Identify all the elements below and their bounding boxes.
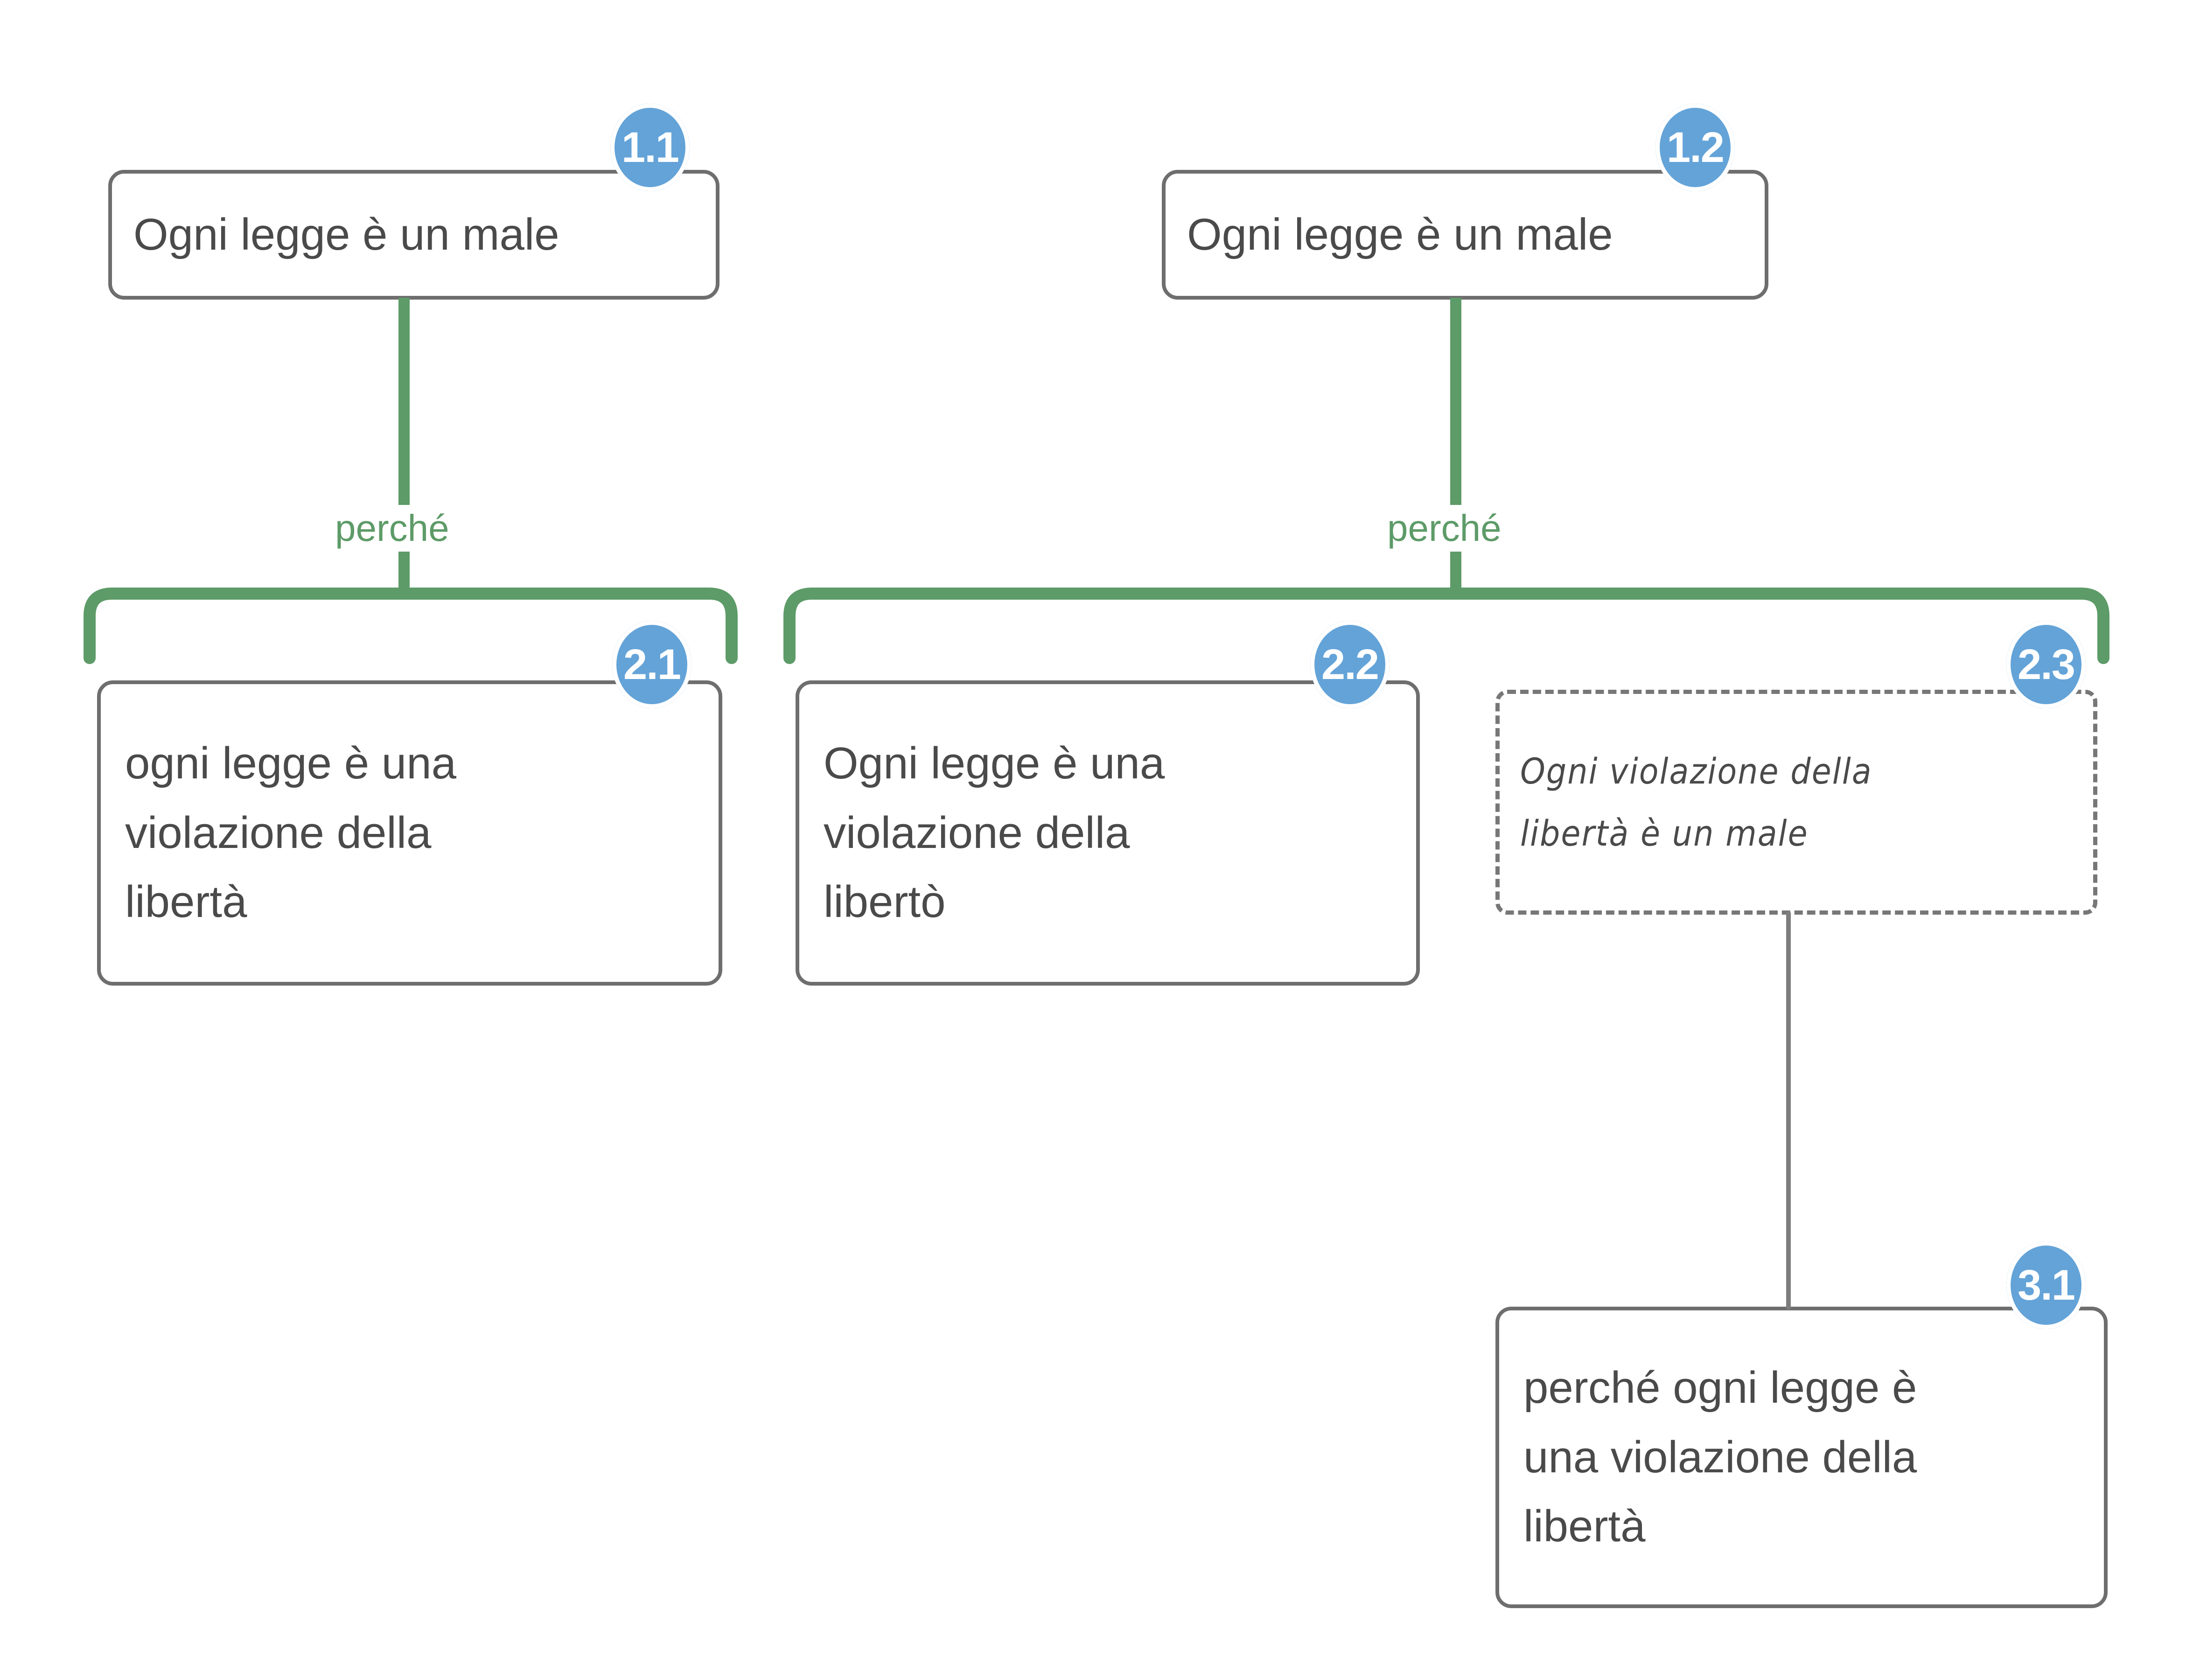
edge-line-1-1-to-2-1 [398,298,410,596]
node-text-line: libertà [1523,1501,1646,1552]
node-text-line: violazione della [824,807,1130,858]
edge-bracket-left [79,583,742,664]
node-text-line: violazione della [125,807,432,858]
node-badge-label-2-1: 2.1 [623,641,681,688]
node-text-1-2: Ogni legge è un male [1187,210,1613,259]
node-text-line: Ogni legge è una [824,738,1165,788]
node-badge-label-1-2: 1.2 [1667,124,1725,171]
node-text-1-1: Ogni legge è un male [133,210,559,259]
node-box-2-1[interactable]: ogni legge è una violazione della libert… [97,680,722,986]
node-text-2-1: ogni legge è una violazione della libert… [101,729,719,937]
node-text-line: libertà è un male [1520,812,1809,854]
node-box-1-1[interactable]: Ogni legge è un male [108,170,719,300]
node-badge-label-1-1: 1.1 [622,124,679,171]
node-box-3-1[interactable]: perché ogni legge è una violazione della… [1495,1307,2108,1608]
edge-label-perche-1: perché [327,505,458,552]
edge-label-perche-2: perché [1379,505,1510,552]
node-box-2-2[interactable]: Ogni legge è una violazione della libert… [796,680,1420,986]
node-badge-3-1[interactable]: 3.1 [2006,1241,2086,1329]
edge-bracket-right [779,583,2114,664]
node-text-2-2: Ogni legge è una violazione della libert… [799,729,1416,937]
node-badge-label-2-3: 2.3 [2018,641,2075,688]
node-badge-label-2-2: 2.2 [1321,641,1379,688]
node-text-line: ogni legge è una [125,738,456,788]
node-box-2-3[interactable]: Ogni violazione della libertà è un male [1495,690,2097,915]
node-badge-1-1[interactable]: 1.1 [610,104,690,191]
node-badge-label-3-1: 3.1 [2018,1261,2075,1309]
node-badge-2-2[interactable]: 2.2 [1310,621,1390,708]
node-text-line: libertà [125,877,247,927]
node-text-line: una violazione della [1523,1432,1917,1482]
edge-line-1-2-to-2-2 [1450,298,1461,596]
node-text-line: perché ogni legge è [1523,1362,1917,1413]
node-text-line: libertò [824,877,946,927]
node-text-3-1: perché ogni legge è una violazione della… [1499,1353,2104,1561]
node-box-1-2[interactable]: Ogni legge è un male [1162,170,1768,300]
node-text-line: Ogni violazione della [1520,750,1872,792]
edge-line-2-3-to-3-1 [1786,911,1791,1310]
node-badge-2-3[interactable]: 2.3 [2006,621,2086,708]
node-badge-2-1[interactable]: 2.1 [612,621,691,708]
node-badge-1-2[interactable]: 1.2 [1655,104,1735,191]
node-text-2-3: Ogni violazione della libertà è un male [1500,740,2093,864]
